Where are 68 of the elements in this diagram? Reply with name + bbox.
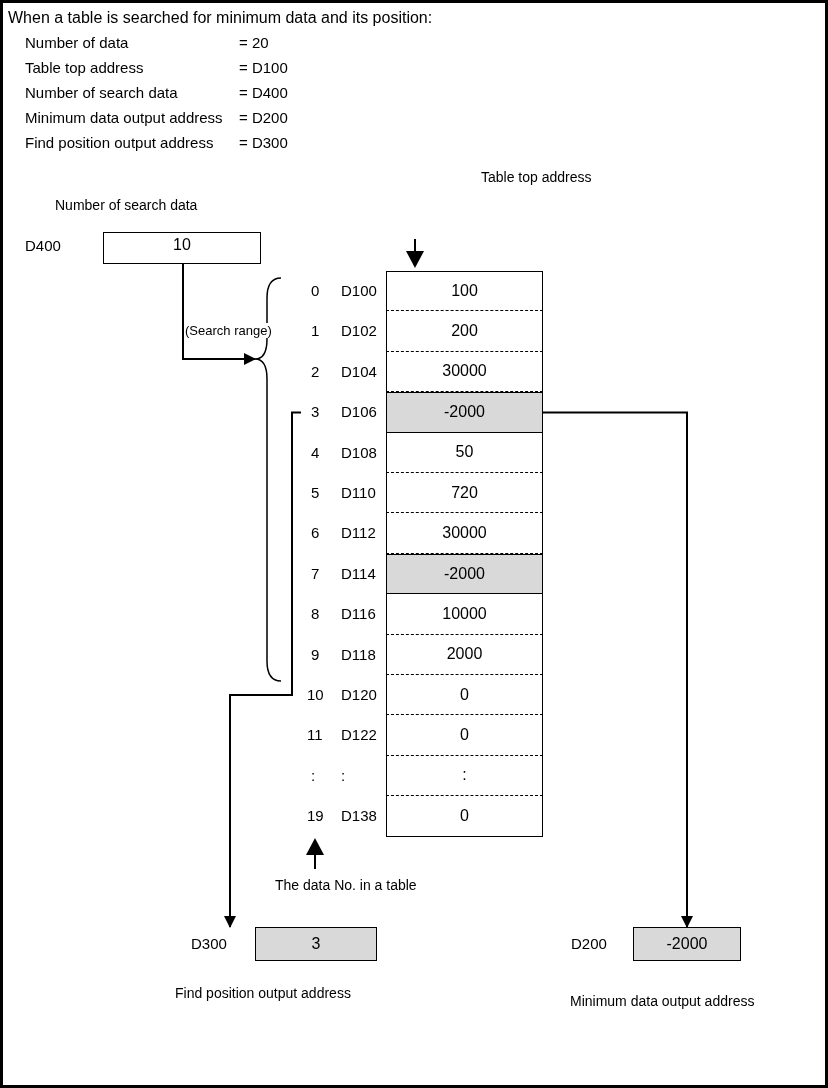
parameter-text: = D400 [239, 84, 288, 101]
index-text: 10 [307, 686, 324, 703]
table-cell: 200 [386, 311, 543, 352]
table-cell: -2000 [386, 553, 543, 595]
heading-text: Number of search data [55, 197, 198, 213]
index-text: 19 [307, 807, 324, 825]
arrow [542, 411, 693, 928]
caption-text: Table top address [481, 169, 592, 185]
parameter-text: = D200 [239, 109, 288, 126]
address-text: D138 [341, 807, 377, 825]
index-text: 6 [311, 524, 320, 542]
parameter-text: Number of data [25, 34, 129, 51]
output-box: -2000 [633, 927, 741, 961]
index-text: 7 [311, 564, 320, 582]
arrow [182, 263, 256, 365]
index-text: : [311, 766, 316, 784]
address-text: D300 [191, 935, 227, 952]
index-text: 2 [311, 362, 320, 380]
address-text: D120 [341, 686, 377, 703]
table-cell: 30000 [386, 351, 543, 393]
address-text: D104 [341, 362, 377, 380]
table-cell: -2000 [386, 392, 543, 433]
address-text: D106 [341, 403, 377, 421]
parameter-text: = D300 [239, 134, 288, 151]
index-text: 1 [311, 322, 320, 340]
parameter-text: Find position output address [25, 134, 214, 151]
value-box: 10 [103, 232, 261, 264]
parameter-text: = D100 [239, 59, 288, 76]
caption-text: The data No. in a table [275, 877, 417, 893]
address-text: D122 [341, 726, 377, 744]
caption-text: Find position output address [175, 985, 351, 1001]
table-cell: 720 [386, 473, 543, 514]
index-text: 3 [311, 403, 320, 421]
address-text: D118 [341, 645, 376, 663]
table-cell: 0 [386, 675, 543, 716]
address-text: : [341, 766, 346, 784]
parameter-text: Number of search data [25, 84, 178, 101]
index-text: 4 [311, 443, 320, 461]
address-text: D110 [341, 484, 376, 501]
address-text: D400 [25, 237, 61, 254]
address-text: D100 [341, 282, 377, 299]
arrow [224, 411, 302, 928]
title-text: When a table is searched for minimum data and its position: [8, 9, 433, 27]
table-cell: : [386, 755, 543, 797]
table-cell: 2000 [386, 634, 543, 675]
parameter-text: Minimum data output address [25, 109, 223, 126]
index-text: 0 [311, 282, 320, 299]
address-text: D102 [341, 322, 377, 340]
address-text: D112 [341, 524, 376, 542]
index-text: 9 [311, 645, 320, 663]
table-cell: 10000 [386, 594, 543, 635]
index-text: 11 [307, 726, 323, 744]
address-text: D116 [341, 605, 376, 623]
table-cell: 30000 [386, 513, 543, 554]
index-text: 8 [311, 605, 320, 623]
table-cell: 50 [386, 432, 543, 473]
table-cell: 0 [386, 796, 543, 837]
output-box: 3 [255, 927, 377, 961]
address-text: D114 [341, 564, 376, 582]
address-text: D200 [571, 935, 607, 952]
caption-text: Minimum data output address [570, 993, 755, 1009]
parameter-text: = 20 [239, 34, 269, 51]
address-text: D108 [341, 443, 377, 461]
index-text: 5 [311, 484, 320, 501]
edge-label: (Search range) [185, 323, 272, 338]
parameter-text: Table top address [25, 59, 144, 76]
table-cell: 0 [386, 715, 543, 756]
table-cell: 100 [386, 271, 543, 312]
